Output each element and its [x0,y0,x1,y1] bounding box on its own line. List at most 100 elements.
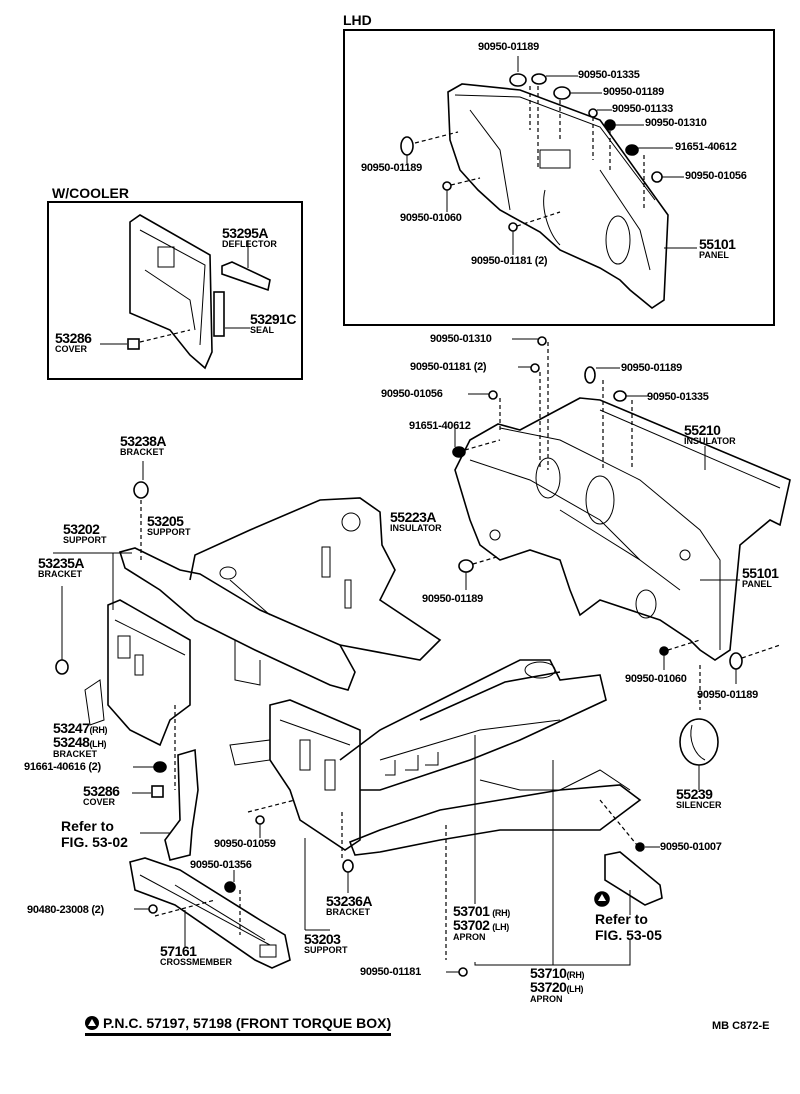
part-number: 53236A [326,893,373,909]
part-label-90950-01060[interactable]: 90950-01060 [625,673,687,685]
part-name: COVER [55,344,88,354]
part-label-90950-01056[interactable]: 90950-01056 [381,388,443,400]
part-number: 53202 [63,521,100,537]
part-number: 90950-01181 [471,255,532,267]
part-label-91651-40612[interactable]: 91651-40612 [409,420,471,432]
part-number: 55210 [684,422,721,438]
part-number: 57161 [160,943,197,959]
right-apron-drawing [229,659,663,977]
part-label-90950-01181[interactable]: 90950-01181 [360,966,421,978]
footer-note-text: P.N.C. 57197, 57198 (FRONT TORQUE BOX) [103,1015,392,1031]
part-number: 53286 [83,783,120,799]
part-number: 91661-40616 [24,761,86,773]
part-number: 53235A [38,555,85,571]
part-label-90950-01189[interactable]: 90950-01189 [697,689,758,701]
lhd-panel-drawing [447,83,669,309]
part-label-91661-40616[interactable]: 91661-40616 (2) [24,762,101,773]
part-label-90950-01189[interactable]: 90950-01189 [422,593,483,605]
part-number: 90950-01181 [410,361,471,373]
part-name: SEAL [250,325,275,335]
part-label-90950-01310[interactable]: 90950-01310 [645,117,707,129]
part-label-90950-01181[interactable]: 90950-01181 (2) [471,255,548,267]
part-number: 90480-23008 [27,904,89,916]
refer-text: Refer to [61,818,114,834]
quantity: (2) [91,904,104,916]
side-rh: (RH) [566,970,585,980]
part-name: BRACKET [120,447,164,457]
w-cooler-inset-box [47,201,303,380]
part-number-rh: 53247 [53,720,90,736]
part-label-53701-53702-apron[interactable]: 53701 (RH) 53702 (LH) APRON [453,904,510,942]
main-panel-drawing [454,397,791,661]
part-name: APRON [530,994,563,1004]
part-label-90950-01189[interactable]: 90950-01189 [621,362,682,374]
part-name: PANEL [742,579,772,589]
side-lh: (LH) [492,922,509,932]
drawing-code: MB C872-E [712,1020,770,1032]
figure-ref: FIG. 53-05 [595,927,662,943]
part-number: 55223A [390,509,437,525]
lhd-inset-box [343,29,775,326]
part-number: 53203 [304,931,341,947]
part-name: COVER [83,797,116,807]
w-cooler-section-title: W/COOLER [52,185,129,201]
part-number: 53286 [55,330,92,346]
quantity: (2) [534,255,548,267]
crossmember-drawing [129,857,291,969]
part-name: BRACKET [53,749,97,759]
part-label-90950-01335[interactable]: 90950-01335 [578,69,640,81]
part-label-90950-01059[interactable]: 90950-01059 [214,838,276,850]
lhd-section-title: LHD [343,12,372,28]
part-name: SUPPORT [63,535,107,545]
part-name: BRACKET [38,569,82,579]
part-name: INSULATOR [684,436,736,446]
part-name: SILENCER [676,800,722,810]
part-name: PANEL [699,250,729,260]
lhd-fasteners [400,56,697,255]
part-number-rh: 53710 [530,965,567,981]
part-label-90950-01189[interactable]: 90950-01189 [361,162,422,174]
part-label-90950-01133[interactable]: 90950-01133 [612,103,673,115]
part-name: INSULATOR [390,523,442,533]
part-name: CROSSMEMBER [160,957,233,967]
part-label-90950-01181[interactable]: 90950-01181 (2) [410,361,487,373]
part-number: 53291C [250,311,297,327]
part-label-90950-01335[interactable]: 90950-01335 [647,391,709,403]
part-label-90950-01056[interactable]: 90950-01056 [685,170,747,182]
part-name: DEFLECTOR [222,239,277,249]
part-label-53247-53248-bracket[interactable]: 53247(RH) 53248(LH) BRACKET [53,720,108,759]
part-label-91651-40612[interactable]: 91651-40612 [675,141,737,153]
part-number: 55101 [742,565,779,581]
quantity: (2) [88,761,101,773]
part-label-90950-01007[interactable]: 90950-01007 [660,841,722,853]
part-label-90950-01310[interactable]: 90950-01310 [430,333,492,345]
part-label-90950-01189[interactable]: 90950-01189 [603,86,664,98]
part-name: BRACKET [326,907,370,917]
part-label-90950-01189[interactable]: 90950-01189 [478,41,539,53]
part-label-53710-53720-apron[interactable]: 53710(RH) 53720(LH) APRON [530,965,585,1004]
part-label-90480-23008[interactable]: 90480-23008 (2) [27,905,104,916]
part-label-90950-01060[interactable]: 90950-01060 [400,212,462,224]
figure-ref: FIG. 53-02 [61,834,128,850]
part-name: SUPPORT [304,945,348,955]
part-label-90950-01356[interactable]: 90950-01356 [190,859,252,871]
